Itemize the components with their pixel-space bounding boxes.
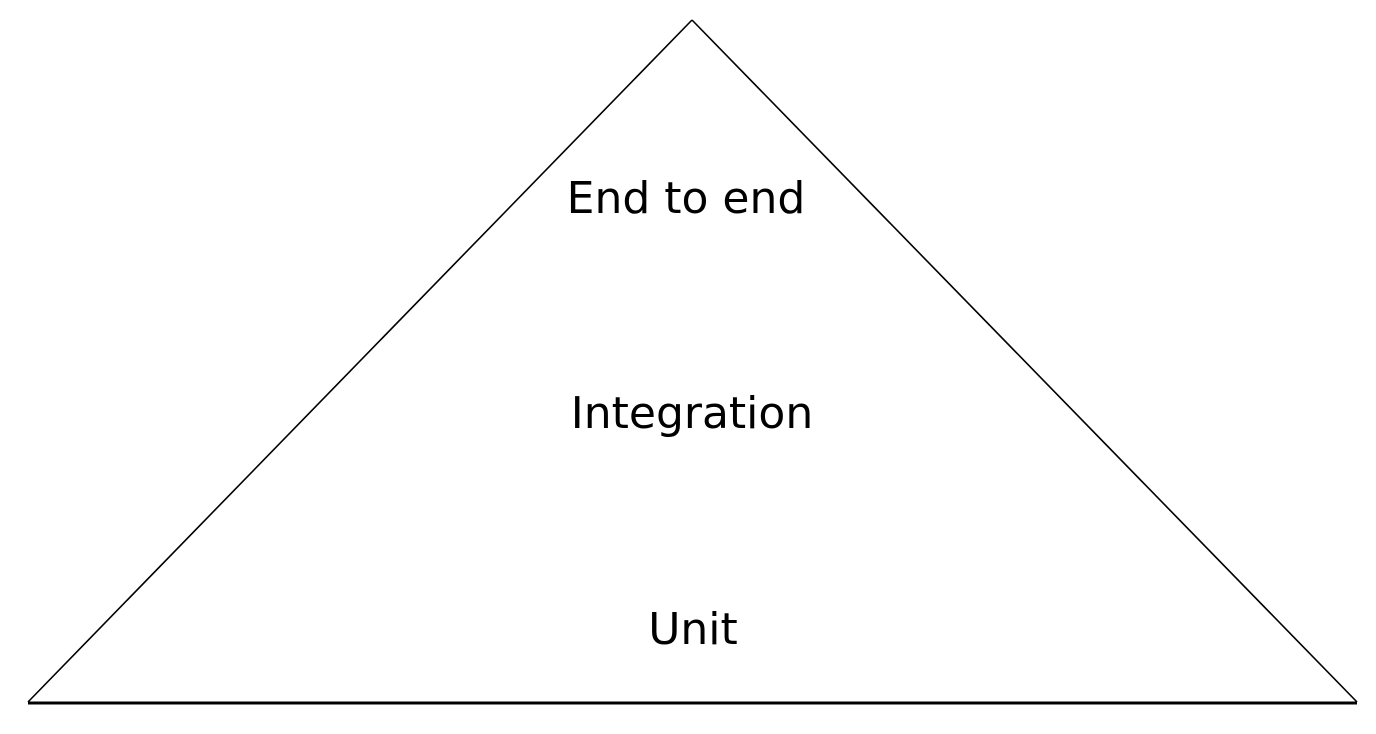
tier-label-integration: Integration	[571, 388, 813, 439]
tier-label-end-to-end: End to end	[567, 173, 806, 224]
tier-label-unit: Unit	[648, 604, 738, 655]
pyramid-right-edge	[691, 19, 1358, 703]
pyramid-left-edge	[27, 19, 693, 703]
